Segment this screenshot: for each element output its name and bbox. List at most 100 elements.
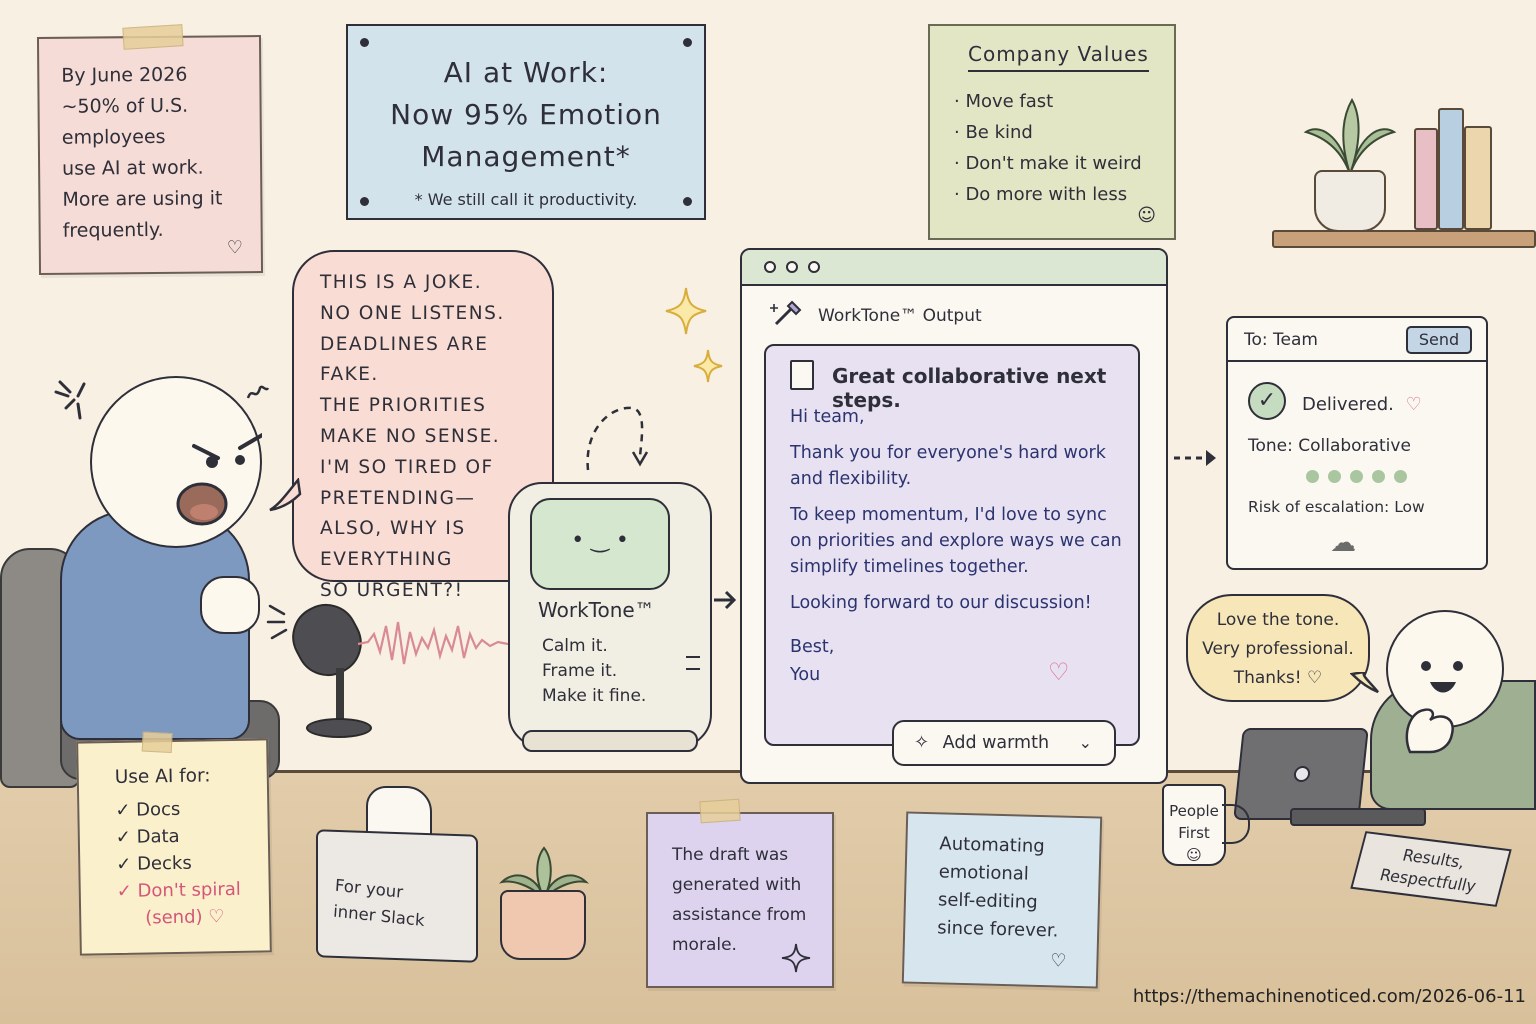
email-body: Hi team, Thank you for everyone's hard w… [790,404,1130,698]
company-values-list: · Move fast · Be kind · Don't make it we… [954,86,1142,210]
checklist-item: ✓ Docs [115,798,181,822]
laptop-logo-icon [1293,766,1311,782]
ai-uses-list: ✓ Docs ✓ Data ✓ Decks ✓ Don't spiral (se… [115,795,241,932]
book-icon [1414,128,1438,230]
coworker-head [1386,610,1504,728]
checklist-item: ✓ Data [115,825,180,849]
mic-base [306,718,372,738]
magic-wand-icon [768,300,804,334]
clenched-fist [200,576,260,634]
delivery-status-text: Delivered. [1302,394,1394,415]
email-greeting: Hi team, [790,407,865,427]
window-title-bar [742,250,1166,286]
heart-icon: ♡ [1050,950,1067,972]
rant-text: THIS IS A JOKE. NO ONE LISTENS. DEADLINE… [320,272,505,601]
tone-dot [1372,470,1385,483]
email-paragraph: Looking forward to our discussion! [790,593,1092,613]
device-vent [686,656,700,658]
device-base [522,730,698,752]
sparkle-icon [692,348,724,388]
tone-dot [1394,470,1407,483]
checklist-item: ✓ Decks [116,852,192,876]
heart-icon: ♡ [1048,658,1070,686]
tape [699,798,741,824]
send-button[interactable]: Send [1406,326,1472,354]
dashed-arrow-right-icon [1172,444,1222,476]
window-control-icon[interactable] [764,261,776,273]
shelf-plant-pot [1314,170,1386,232]
mug-handle [1222,804,1250,844]
headline-footnote: * We still call it productivity. [414,190,638,209]
tone-dot [1350,470,1363,483]
tone-dot [1328,470,1341,483]
document-icon [790,360,814,390]
add-warmth-button[interactable]: ✧ Add warmth ⌄ [892,720,1116,766]
window-control-icon[interactable] [786,261,798,273]
waveform-icon [357,612,509,676]
window-control-icon[interactable] [808,261,820,273]
anger-mark-icon [52,378,96,429]
value-item: · Be kind [954,122,1033,143]
sound-lines-icon [266,600,296,644]
clasped-hands [1400,704,1460,758]
worktone-device[interactable]: • ‿ • WorkTone™ Calm it. Frame it. Make … [508,482,712,748]
sparkle-icon [778,940,814,980]
device-screen: • ‿ • [530,498,670,590]
email-paragraph: To keep momentum, I'd love to sync on pr… [790,505,1122,577]
device-tagline: Calm it. Frame it. Make it fine. [542,636,647,706]
ai-uses-title: Use AI for: [114,765,211,789]
device-name: WorkTone™ [538,598,655,622]
desk-sign-text: Results, Respectfully [1377,845,1479,896]
heart-icon: ♡ [1405,394,1422,415]
mug-text: People First ☺ [1169,802,1219,864]
succulent-icon [498,844,590,904]
dashed-curve-arrow-icon [580,400,660,476]
device-vent [686,668,700,670]
cloud-icon: ☁ [1330,528,1356,558]
mic-stand [336,668,344,724]
divider [1228,360,1486,362]
tape [141,731,173,754]
draft-note-text: The draft was generated with assistance … [672,845,807,955]
worktone-output-window: WorkTone™ Output Great collaborative nex… [740,248,1168,784]
chevron-down-icon: ⌄ [1078,733,1092,752]
rant-speech-bubble: THIS IS A JOKE. NO ONE LISTENS. DEADLINE… [292,250,554,601]
tape [122,24,184,50]
company-values-heading: Company Values [968,42,1149,72]
value-item: · Move fast [954,91,1054,112]
automating-note-text: Automating emotional self-editing since … [936,833,1059,942]
heart-icon: ♡ [226,237,244,259]
draft-generated-note: The draft was generated with assistance … [646,798,834,988]
delivery-status: Delivered. ♡ [1302,394,1422,415]
bubble-tail-icon [268,477,302,518]
plant-leaves-icon [1300,96,1400,180]
coworker-text: Love the tone. Very professional. Thanks… [1202,610,1354,688]
stat-note: By June 2026 ~50% of U.S. employees use … [36,24,264,275]
email-subject: Great collaborative next steps. [832,364,1107,412]
people-first-mug: People First ☺ [1162,784,1226,866]
sparkle-icon [664,286,708,340]
angry-person-head [90,376,262,548]
value-item: · Don't make it weird [954,153,1142,174]
email-paragraph: Thank you for everyone's hard work and f… [790,443,1106,489]
tone-label: Tone: Collaborative [1248,436,1411,456]
arrow-right-icon [712,586,740,621]
check-circle-icon: ✓ [1248,382,1286,420]
recipient-field: To: Team [1244,330,1318,350]
tissue-box: For your inner Slack [316,829,478,963]
sparkle-icon: ✧ [914,732,930,753]
laptop-keyboard-base [1290,808,1426,826]
source-url[interactable]: https://themachinenoticed.com/2026-06-11 [1132,986,1526,1007]
bubble-tail-icon [1349,670,1380,700]
output-label: WorkTone™ Output [818,306,982,326]
checklist-item-special: (send) ♡ [145,906,225,929]
book-icon [1438,108,1464,230]
screw-icon [683,197,692,206]
headline-title: AI at Work: Now 95% Emotion Management* [390,56,662,173]
succulent-pot [500,890,586,960]
coworker-speech-bubble: Love the tone. Very professional. Thanks… [1186,594,1370,702]
email-signature: You [790,665,821,685]
add-warmth-label: Add warmth [942,733,1050,753]
tone-dot [1306,470,1319,483]
laptop[interactable] [1233,728,1369,820]
